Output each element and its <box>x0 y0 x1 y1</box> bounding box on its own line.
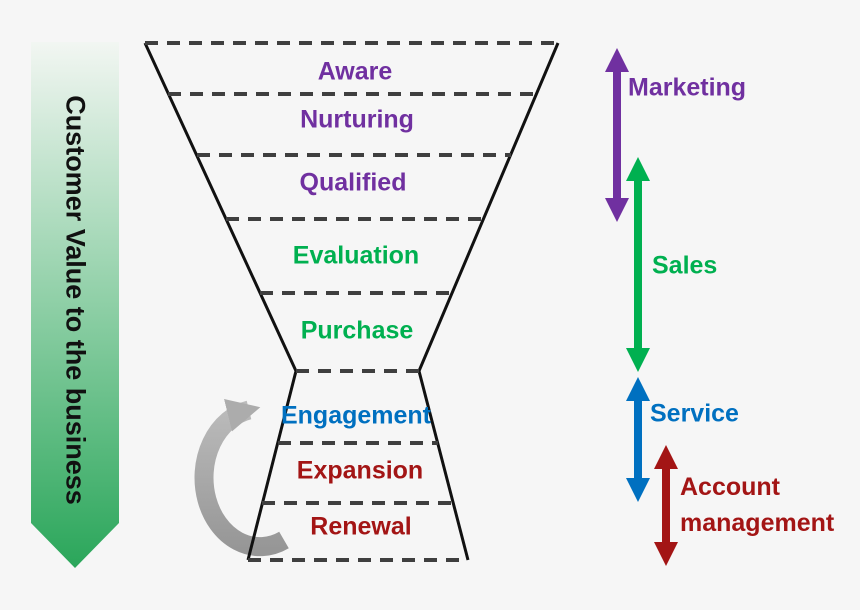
customer-value-arrow <box>31 42 119 568</box>
stage-label-aware: Aware <box>317 57 393 86</box>
funnel-outline-left <box>143 42 298 561</box>
account-management-label-line1: Account <box>680 473 780 501</box>
renewal-loop-arrow-icon <box>194 399 289 557</box>
stage-label-engagement: Engagement <box>280 401 432 430</box>
stage-label-nurturing: Nurturing <box>300 105 414 134</box>
stage-label-evaluation: Evaluation <box>292 241 420 270</box>
account-management-arrow-icon <box>654 445 678 566</box>
sales-label: Sales <box>652 251 718 280</box>
stage-label-purchase: Purchase <box>300 316 414 345</box>
service-arrow-icon <box>626 377 650 502</box>
stage-label-renewal: Renewal <box>310 512 412 541</box>
account-management-label-line2: management <box>680 509 835 537</box>
service-label: Service <box>650 399 739 428</box>
funnel-outline-right <box>417 42 560 561</box>
marketing-arrow-icon <box>605 48 629 222</box>
marketing-label: Marketing <box>628 73 747 102</box>
stage-label-expansion: Expansion <box>296 456 424 485</box>
stage-label-qualified: Qualified <box>299 168 407 197</box>
sales-arrow-icon <box>626 157 650 372</box>
customer-value-label: Customer Value to the business <box>60 95 91 505</box>
account-management-label: Account management <box>680 469 834 541</box>
